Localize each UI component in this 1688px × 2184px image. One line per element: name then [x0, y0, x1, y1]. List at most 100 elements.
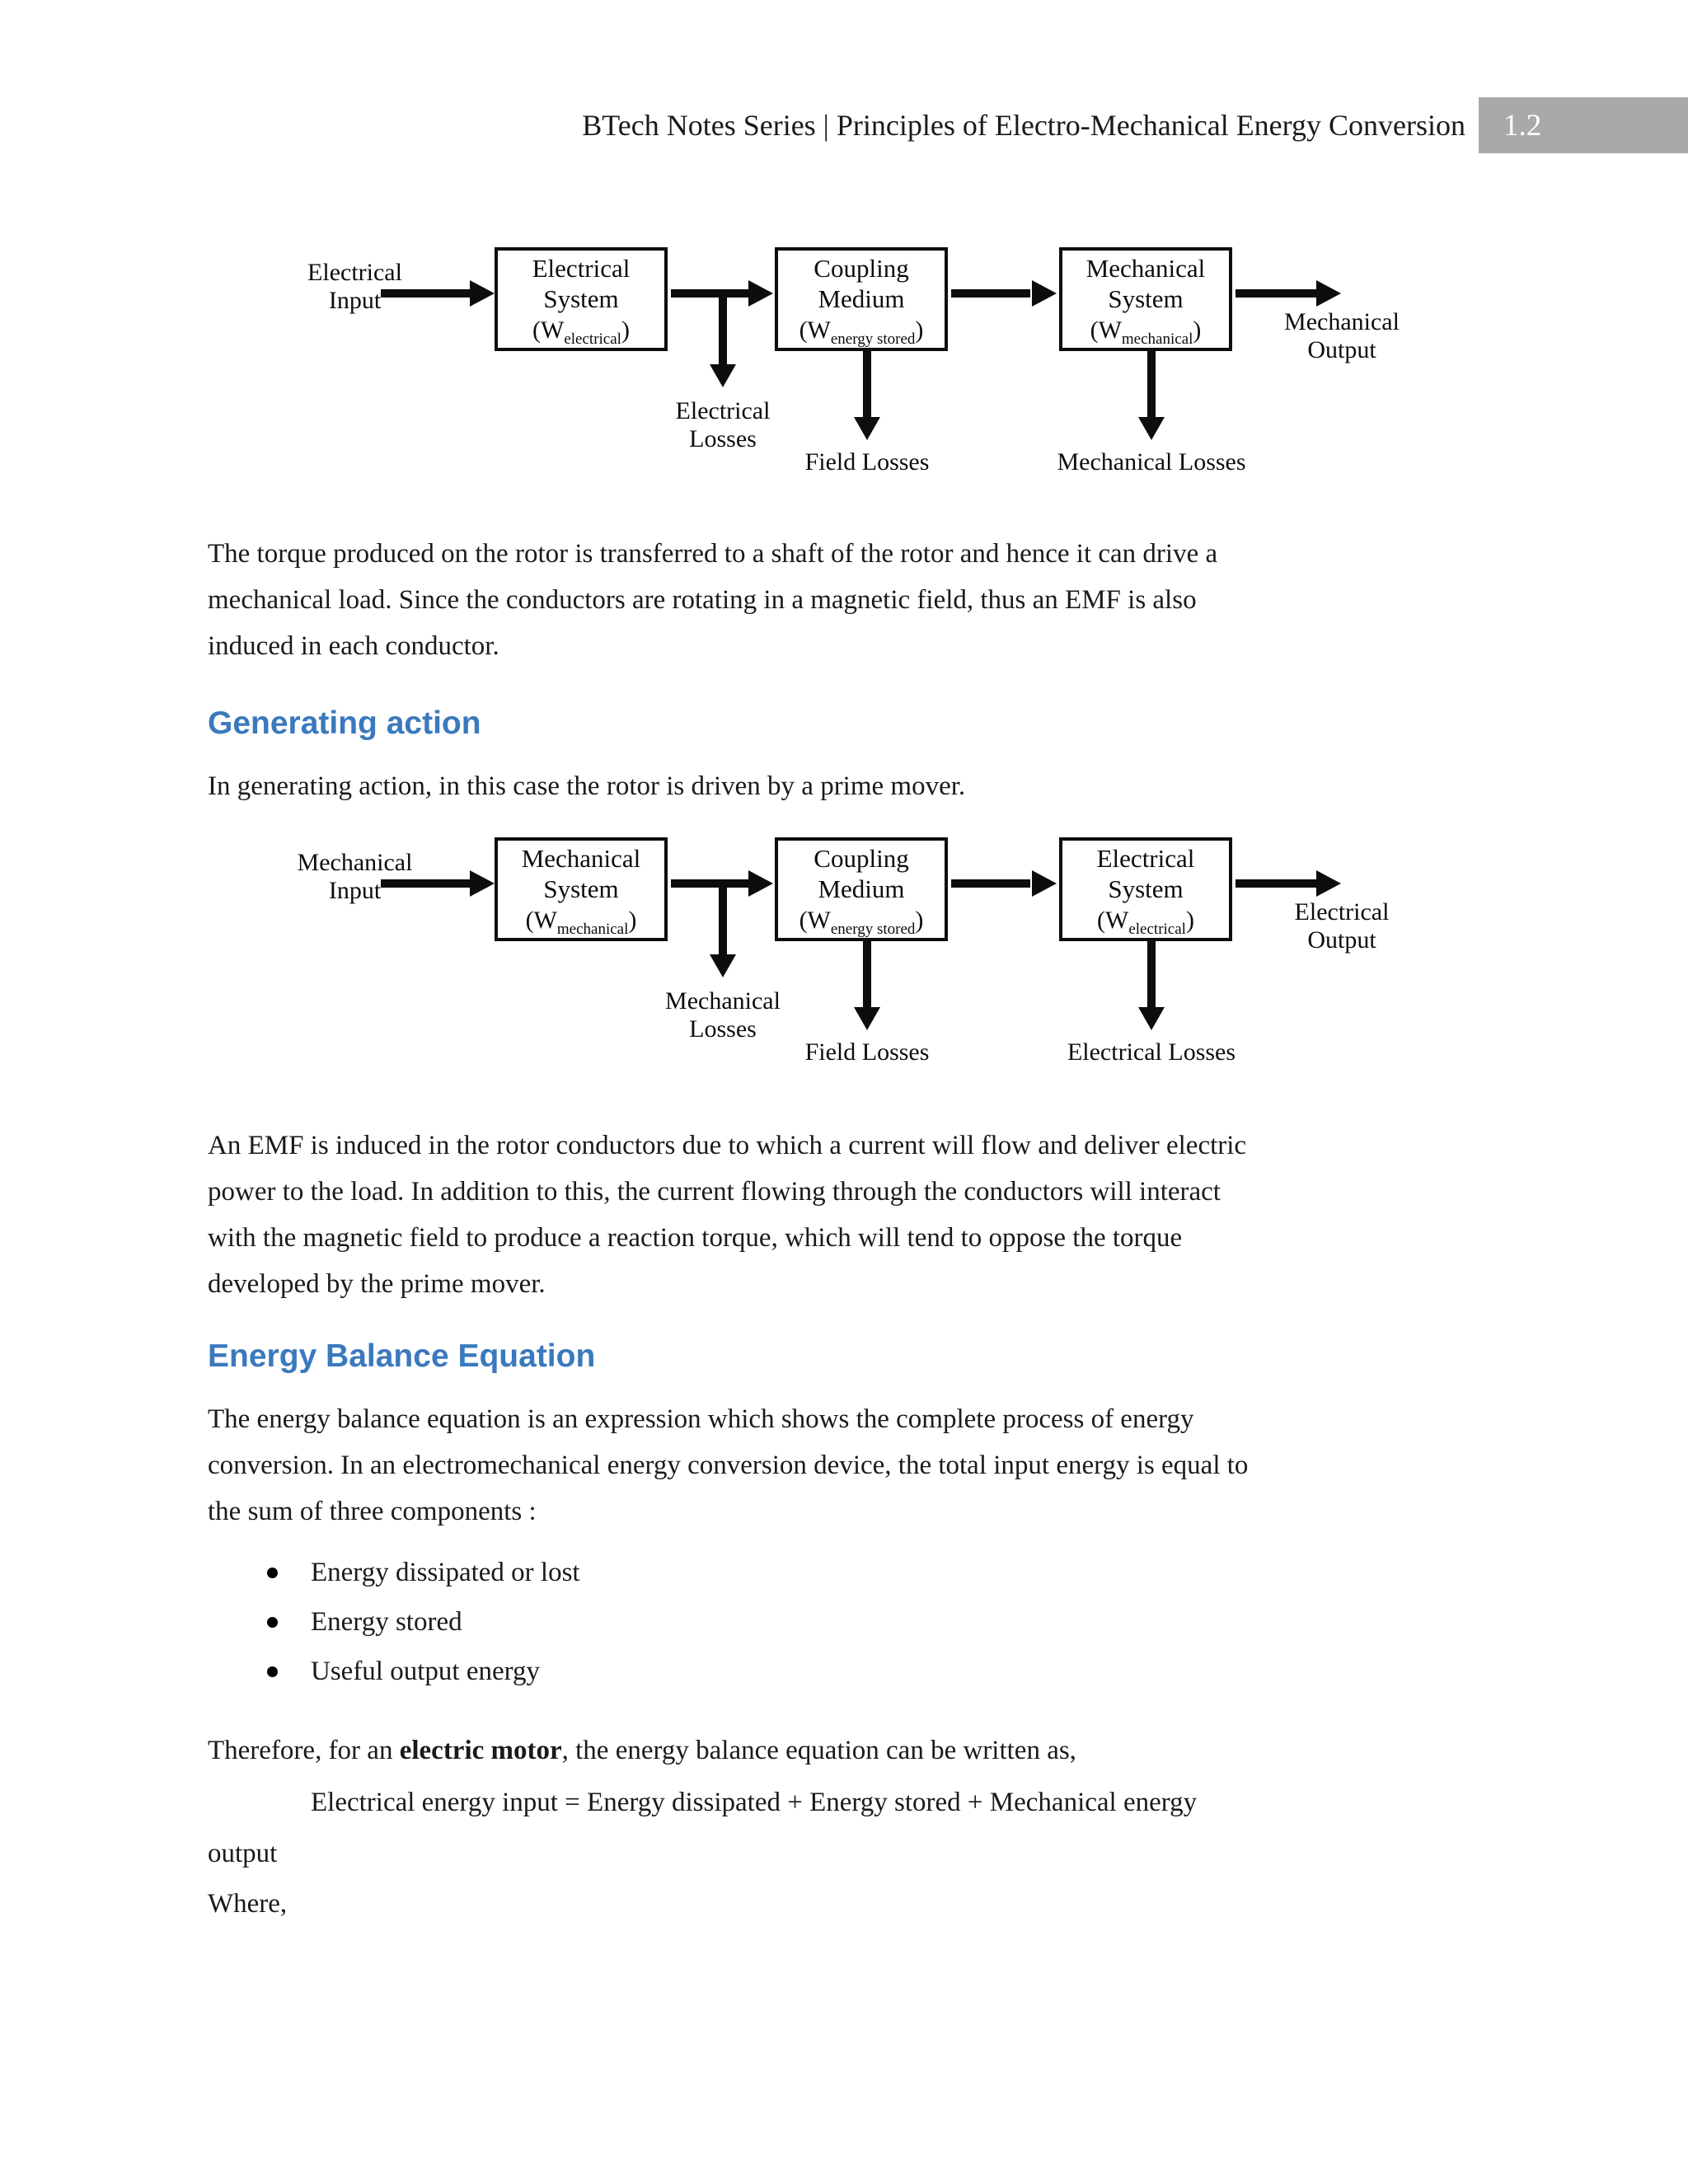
- generator-branch-loss-head: [710, 954, 736, 977]
- motor-block-electrical-system: Electrical System (Welectrical): [495, 247, 668, 351]
- block-title-line2: System: [543, 284, 619, 313]
- loss-label-line1: Electrical: [675, 397, 771, 424]
- generator-block-mechanical-system: Mechanical System (Wmechanical): [495, 837, 668, 941]
- therefore-prefix: Therefore, for an: [208, 1736, 400, 1765]
- block-title-line1: Electrical: [532, 254, 631, 283]
- block-w-term: (Welectrical): [1097, 907, 1194, 938]
- paragraph-torque: The torque produced on the rotor is tran…: [208, 539, 1218, 661]
- loss-label-line1: Mechanical: [665, 987, 781, 1015]
- block-title-line2: Medium: [818, 284, 905, 313]
- motor-connector2-head: [1032, 280, 1057, 307]
- heading-generating-action: Generating action: [208, 705, 481, 741]
- motor-output-label-line1: Mechanical: [1284, 308, 1400, 335]
- equation-line2: output: [208, 1839, 278, 1868]
- block-w-term: (Wmechanical): [525, 907, 637, 938]
- motor-connector1-line: [671, 289, 750, 298]
- list-item-energy-stored: Energy stored: [208, 1599, 1482, 1645]
- bullet-icon: [267, 1617, 278, 1628]
- motor-input-label-line2: Input: [328, 287, 382, 314]
- motor-input-label: Electrical Input: [287, 259, 423, 315]
- generator-block-electrical-system: Electrical System (Welectrical): [1059, 837, 1232, 941]
- motor-field-loss-head: [854, 417, 880, 440]
- block-title-line2: System: [1108, 874, 1184, 903]
- diagram-motor-energy-flow: Electrical Input Electrical System (Wele…: [0, 241, 1688, 488]
- generator-field-loss-head: [854, 1007, 880, 1030]
- header-title: BTech Notes Series | Principles of Elect…: [582, 109, 1465, 142]
- generator-field-loss-line: [863, 941, 871, 1010]
- motor-branch-loss-line: [719, 289, 727, 365]
- motor-loss-label-electrical: Electrical Losses: [640, 397, 805, 453]
- diagram-generator-energy-flow: Mechanical Input Mechanical System (Wmec…: [0, 831, 1688, 1078]
- page-number-badge: 1.2: [1479, 97, 1688, 153]
- generator-loss-label-field: Field Losses: [804, 1038, 930, 1066]
- motor-block-mechanical-system: Mechanical System (Wmechanical): [1059, 247, 1232, 351]
- paragraph-generating: In generating action, in this case the r…: [208, 771, 966, 801]
- generator-block-coupling-medium: Coupling Medium (Wenergy stored): [775, 837, 948, 941]
- motor-branch-loss-head: [710, 364, 736, 387]
- block-w-term: (Wenergy stored): [799, 316, 924, 348]
- generator-connector1-line: [671, 879, 750, 888]
- motor-mechanical-loss-head: [1138, 417, 1165, 440]
- generator-output-label-line1: Electrical: [1294, 898, 1390, 926]
- motor-connector1-head: [748, 280, 773, 307]
- generator-connector2-line: [951, 879, 1030, 888]
- generator-input-label: Mechanical Input: [287, 849, 423, 905]
- motor-input-arrow-line: [381, 289, 471, 298]
- generator-connector1-head: [748, 870, 773, 897]
- generator-loss-label-electrical: Electrical Losses: [1067, 1038, 1236, 1066]
- list-item-useful-output: Useful output energy: [208, 1648, 1482, 1694]
- bullet-icon: [267, 1568, 278, 1578]
- motor-connector2-line: [951, 289, 1030, 298]
- block-title-line1: Coupling: [814, 254, 909, 283]
- loss-label-line2: Losses: [689, 425, 757, 452]
- generator-input-label-line1: Mechanical: [297, 849, 413, 876]
- energy-components-list: Energy dissipated or lost Energy stored …: [208, 1549, 1482, 1694]
- page-number-text: 1.2: [1503, 108, 1542, 143]
- block-title-line2: System: [543, 874, 619, 903]
- generator-connector2-head: [1032, 870, 1057, 897]
- paragraph-therefore: Therefore, for an electric motor, the en…: [208, 1727, 1482, 1774]
- list-item-energy-dissipated: Energy dissipated or lost: [208, 1549, 1482, 1596]
- heading-energy-balance: Energy Balance Equation: [208, 1338, 596, 1374]
- block-title-line2: System: [1108, 284, 1184, 313]
- generator-output-label: Electrical Output: [1259, 898, 1424, 954]
- block-title-line1: Electrical: [1096, 844, 1195, 873]
- block-w-term: (Wmechanical): [1090, 316, 1202, 348]
- list-item-text: Useful output energy: [311, 1657, 541, 1686]
- motor-mechanical-loss-line: [1147, 351, 1156, 420]
- list-item-text: Energy stored: [311, 1607, 462, 1637]
- bullet-icon: [267, 1666, 278, 1677]
- generator-output-arrow-line: [1236, 879, 1318, 888]
- motor-input-label-line1: Electrical: [307, 259, 402, 286]
- motor-output-label-line2: Output: [1307, 336, 1376, 363]
- generator-electrical-loss-head: [1138, 1007, 1165, 1030]
- motor-input-arrow-head: [470, 280, 495, 307]
- block-title-line2: Medium: [818, 874, 905, 903]
- motor-output-arrow-head: [1316, 280, 1341, 307]
- paragraph-energy-balance: The energy balance equation is an expres…: [208, 1404, 1249, 1526]
- generator-loss-label-mechanical: Mechanical Losses: [640, 987, 805, 1043]
- generator-input-arrow-head: [470, 870, 495, 897]
- energy-balance-equation: Electrical energy input = Energy dissipa…: [208, 1777, 1482, 1879]
- loss-label-line2: Losses: [689, 1015, 757, 1043]
- therefore-suffix: , the energy balance equation can be wri…: [561, 1736, 1076, 1765]
- block-title-line1: Mechanical: [521, 844, 641, 873]
- equation-line1: Electrical energy input = Energy dissipa…: [311, 1788, 1198, 1817]
- motor-loss-label-mechanical: Mechanical Losses: [1057, 448, 1246, 476]
- generator-input-arrow-line: [381, 879, 471, 888]
- generator-output-arrow-head: [1316, 870, 1341, 897]
- generator-branch-loss-line: [719, 879, 727, 955]
- paragraph-where: Where,: [208, 1889, 288, 1919]
- therefore-bold-term: electric motor: [399, 1736, 562, 1765]
- motor-block-coupling-medium: Coupling Medium (Wenergy stored): [775, 247, 948, 351]
- block-title-line1: Coupling: [814, 844, 909, 873]
- block-title-line1: Mechanical: [1085, 254, 1206, 283]
- motor-loss-label-field: Field Losses: [804, 448, 930, 476]
- generator-electrical-loss-line: [1147, 941, 1156, 1010]
- generator-output-label-line2: Output: [1307, 926, 1376, 954]
- motor-output-arrow-line: [1236, 289, 1318, 298]
- list-item-text: Energy dissipated or lost: [311, 1558, 580, 1587]
- page-header: BTech Notes Series | Principles of Elect…: [0, 0, 1688, 153]
- block-w-term: (Welectrical): [532, 316, 630, 348]
- generator-input-label-line2: Input: [328, 877, 382, 904]
